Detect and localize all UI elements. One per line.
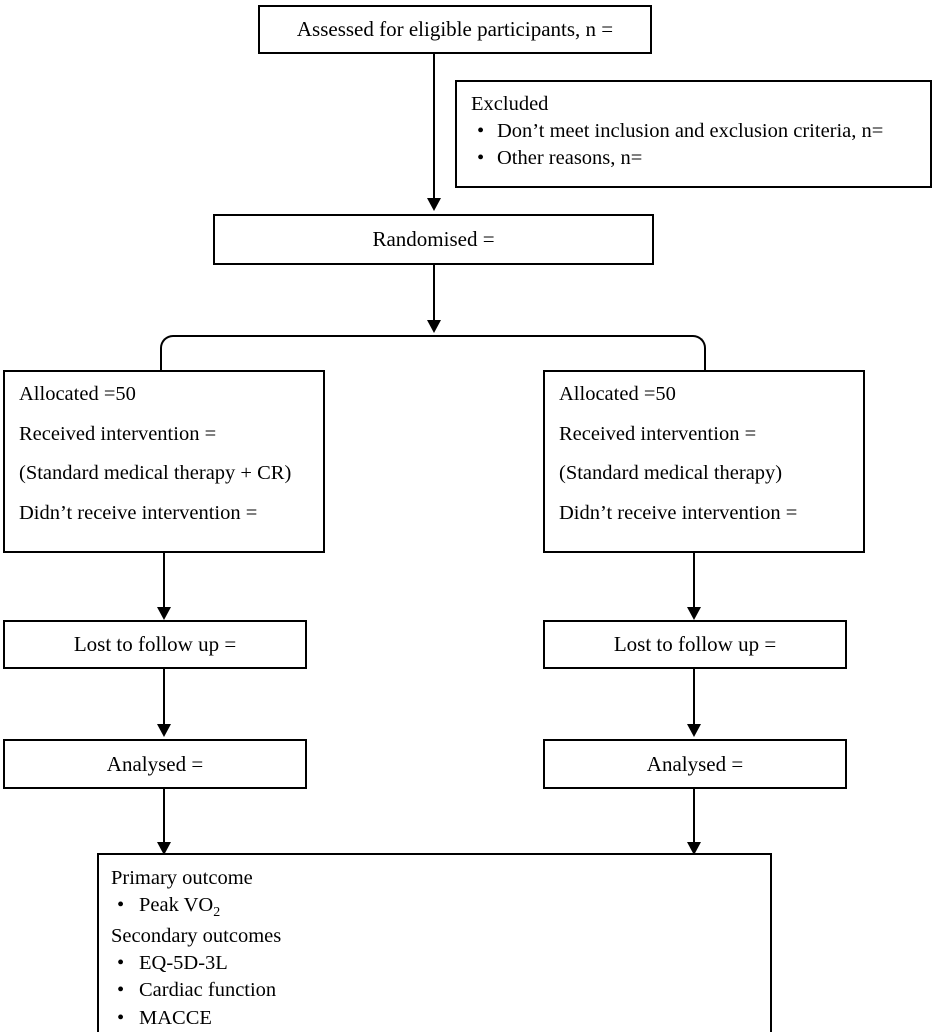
list-item: EQ-5D-3L (117, 950, 762, 978)
node-outcomes-content: Primary outcome Peak VO2 Secondary outco… (111, 865, 762, 1032)
connector-randomised-down (433, 265, 435, 320)
allocation-line: Allocated =50 (19, 383, 136, 405)
node-excluded: Excluded Don’t meet inclusion and exclus… (455, 80, 932, 188)
list-item: MACCE (117, 1005, 762, 1032)
allocation-line: (Standard medical therapy) (559, 462, 783, 484)
node-analysed-left-label: Analysed = (106, 751, 204, 776)
node-randomised: Randomised = (213, 214, 654, 265)
connector-followup-left-to-analysed (163, 669, 165, 724)
arrowhead-alloc-right-to-followup (687, 607, 701, 620)
node-analysed-right-label: Analysed = (646, 751, 744, 776)
list-item: Peak VO2 (117, 892, 762, 923)
arrowhead-followup-left-to-analysed (157, 724, 171, 737)
node-allocation-right-lines: Allocated =50 Received intervention = (S… (559, 384, 853, 523)
list-item: Cardiac function (117, 977, 762, 1005)
node-allocation-right: Allocated =50 Received intervention = (S… (543, 370, 865, 553)
outcomes-secondary-list: EQ-5D-3L Cardiac function MACCE (111, 950, 762, 1032)
node-allocation-left: Allocated =50 Received intervention = (S… (3, 370, 325, 553)
connector-allocation-split-bar (160, 335, 706, 371)
node-followup-left: Lost to follow up = (3, 620, 307, 669)
connector-assessed-to-randomised (433, 54, 435, 198)
allocation-line: Didn’t receive intervention = (559, 501, 798, 524)
arrowhead-followup-right-to-analysed (687, 724, 701, 737)
outcomes-primary-heading: Primary outcome (111, 867, 253, 889)
list-item: Other reasons, n= (477, 145, 922, 172)
node-excluded-heading: Excluded (471, 93, 549, 115)
node-analysed-left: Analysed = (3, 739, 307, 789)
node-allocation-left-lines: Allocated =50 Received intervention = (S… (19, 384, 313, 523)
connector-alloc-right-to-followup (693, 553, 695, 607)
allocation-line: Received intervention = (19, 422, 217, 445)
node-assessed-label: Assessed for eligible participants, n = (296, 17, 614, 42)
allocation-line: (Standard medical therapy + CR) (19, 462, 292, 484)
arrowhead-randomised-down (427, 320, 441, 333)
allocation-line: Received intervention = (559, 422, 757, 445)
list-item: Don’t meet inclusion and exclusion crite… (477, 118, 922, 145)
outcomes-primary-list: Peak VO2 (111, 892, 762, 923)
arrowhead-assessed-to-randomised (427, 198, 441, 211)
node-followup-left-label: Lost to follow up = (73, 632, 237, 657)
allocation-line: Allocated =50 (559, 383, 676, 405)
outcomes-secondary-heading: Secondary outcomes (111, 924, 282, 947)
connector-analysed-right-to-outcomes (693, 789, 695, 842)
arrowhead-analysed-left-to-outcomes (157, 842, 171, 855)
node-analysed-right: Analysed = (543, 739, 847, 789)
connector-followup-right-to-analysed (693, 669, 695, 724)
node-outcomes: Primary outcome Peak VO2 Secondary outco… (97, 853, 772, 1032)
node-excluded-content: Excluded Don’t meet inclusion and exclus… (471, 91, 922, 172)
node-followup-right-label: Lost to follow up = (613, 632, 777, 657)
arrowhead-analysed-right-to-outcomes (687, 842, 701, 855)
connector-alloc-left-to-followup (163, 553, 165, 607)
node-assessed: Assessed for eligible participants, n = (258, 5, 652, 54)
arrowhead-alloc-left-to-followup (157, 607, 171, 620)
node-randomised-label: Randomised = (372, 227, 495, 252)
node-excluded-list: Don’t meet inclusion and exclusion crite… (471, 118, 922, 172)
node-followup-right: Lost to follow up = (543, 620, 847, 669)
allocation-line: Didn’t receive intervention = (19, 501, 258, 524)
connector-analysed-left-to-outcomes (163, 789, 165, 842)
